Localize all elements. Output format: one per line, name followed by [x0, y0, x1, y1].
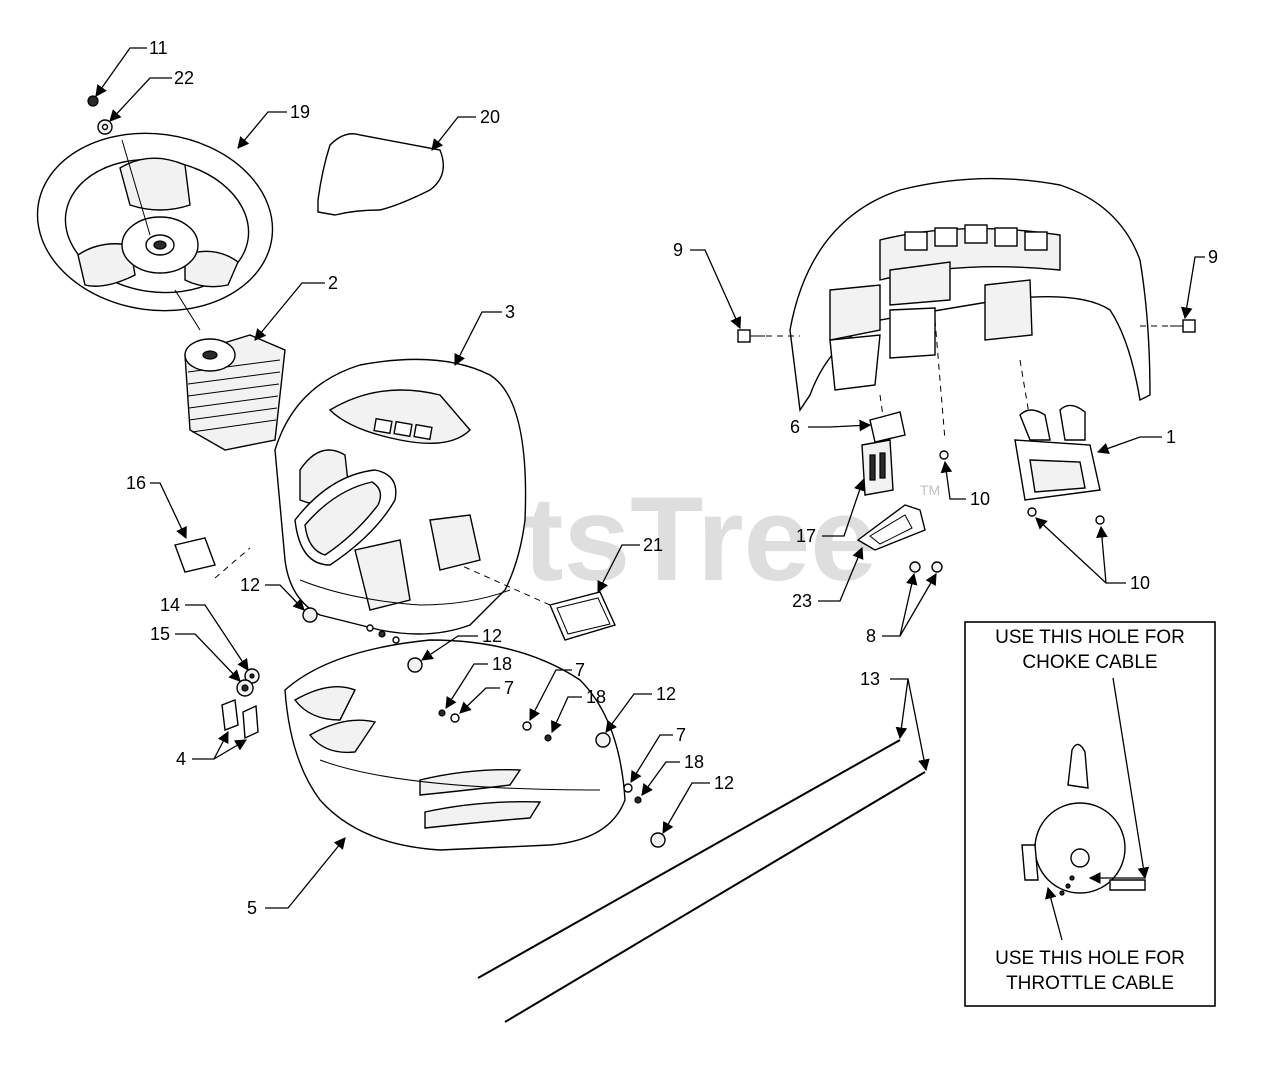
lockwasher-18-a [438, 709, 446, 717]
callout-20: 20 [480, 107, 500, 127]
steering-boot [184, 334, 286, 451]
callout-12-d: 12 [714, 773, 734, 793]
throttle-note-line1: USE THIS HOLE FOR [995, 948, 1185, 969]
screw-9-left [737, 329, 765, 343]
callout-7-a: 7 [504, 678, 514, 698]
callout-11: 11 [149, 38, 168, 58]
cable-note-box: USE THIS HOLE FOR CHOKE CABLE USE THIS H… [964, 621, 1216, 1007]
bracket-6 [869, 411, 906, 443]
callout-8: 8 [866, 626, 876, 646]
callout-12-c: 12 [656, 684, 676, 704]
lockwasher-18-c [634, 796, 642, 804]
screw-7-c [623, 783, 633, 793]
callout-1: 1 [1166, 427, 1176, 447]
callout-22: 22 [174, 68, 194, 88]
watermark-trademark: TM [920, 482, 940, 498]
washer [97, 119, 113, 135]
clip-nut-12-b [407, 657, 423, 673]
callout-9-right: 9 [1208, 247, 1218, 267]
small-screws-row [366, 624, 400, 644]
rod [477, 739, 926, 1023]
clip-nut-12-c [595, 732, 611, 748]
dash-panel [274, 358, 527, 635]
switch-17 [861, 439, 894, 496]
screw-10-a [939, 450, 949, 460]
clip-nut-12-a [302, 607, 318, 623]
steering-wheel [36, 132, 274, 331]
screw-10-b [1027, 507, 1037, 517]
nut-8-a [909, 561, 921, 573]
callout-12-a: 12 [240, 575, 260, 595]
choke-note-line1: USE THIS HOLE FOR [995, 627, 1185, 648]
plate-23 [856, 504, 926, 551]
callout-14: 14 [160, 595, 180, 615]
callout-6: 6 [790, 417, 800, 437]
screw-7-a [450, 713, 460, 723]
callout-5: 5 [247, 898, 257, 918]
throttle-note-line2: THROTTLE CABLE [1006, 973, 1174, 994]
clip-nut-12-d [650, 832, 666, 848]
callout-12-b: 12 [482, 626, 502, 646]
callout-15: 15 [150, 624, 170, 644]
callout-9-left: 9 [673, 240, 683, 260]
screw-10-c [1095, 515, 1105, 525]
lower-dash-cover [284, 639, 626, 851]
callout-2: 2 [328, 273, 338, 293]
callout-labels: 11 22 19 20 2 3 16 21 12 14 15 12 18 7 7… [126, 38, 1218, 918]
nut-15 [236, 679, 254, 697]
steering-wheel-insert [317, 133, 444, 216]
callout-16: 16 [126, 473, 146, 493]
dash-assembly-rear [755, 177, 1185, 441]
callout-21: 21 [643, 535, 663, 555]
lockwasher-18-b [544, 734, 552, 742]
callout-3: 3 [505, 302, 515, 322]
callout-leaders [95, 47, 1205, 909]
throttle-lever-illustration [1021, 743, 1146, 896]
callout-18-a: 18 [492, 654, 512, 674]
throttle-control [1014, 404, 1101, 501]
callout-18-c: 18 [684, 752, 704, 772]
nut-8-b [931, 561, 943, 573]
callout-19: 19 [290, 102, 310, 122]
callout-10-b: 10 [1130, 573, 1150, 593]
callout-10-a: 10 [970, 489, 990, 509]
screw-7-b [522, 721, 532, 731]
screw-9-right [1170, 319, 1196, 333]
hex-nut [87, 95, 99, 107]
bracket-4 [221, 699, 259, 740]
callout-18-b: 18 [586, 687, 606, 707]
choke-note-line2: CHOKE CABLE [1022, 652, 1157, 673]
fuse-holder [174, 537, 251, 579]
callout-17: 17 [796, 526, 816, 546]
callout-13: 13 [860, 669, 880, 689]
callout-7-b: 7 [575, 660, 585, 680]
callout-7-c: 7 [676, 725, 686, 745]
callout-23: 23 [792, 591, 812, 611]
lens [459, 564, 616, 641]
callout-4: 4 [176, 749, 186, 769]
